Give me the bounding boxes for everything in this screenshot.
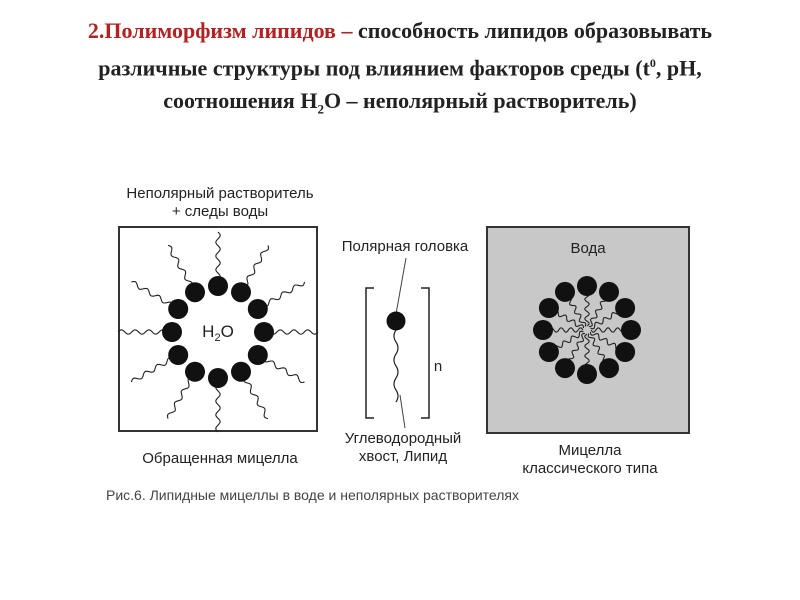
reverse-micelle-tail-icon bbox=[131, 280, 174, 307]
reverse-micelle-tail-icon bbox=[130, 356, 174, 383]
reverse-micelle-tail-icon bbox=[262, 357, 305, 384]
left-bracket bbox=[365, 287, 374, 419]
slide-title: 2.Полиморфизм липидов – способность липи… bbox=[40, 14, 760, 126]
title-text-3: O – неполярный растворитель) bbox=[323, 88, 637, 114]
normal-micelle-tail-icon bbox=[589, 331, 621, 351]
title-text-2: , pH, соотношения H bbox=[163, 55, 702, 114]
normal-micelle-head-icon bbox=[599, 358, 619, 379]
normal-micelle-box bbox=[486, 226, 690, 434]
reverse-micelle-head-icon bbox=[254, 322, 274, 342]
normal-micelle-tail-icon bbox=[587, 333, 607, 364]
reverse-micelle-tail-icon bbox=[215, 383, 221, 433]
normal-micelle-head-icon bbox=[533, 320, 553, 340]
normal-micelle bbox=[533, 276, 641, 384]
reverse-micelle-top-label: Неполярный растворитель + следы воды bbox=[100, 185, 340, 221]
polar-head-label: Полярная головка bbox=[341, 238, 469, 255]
normal-micelle-line1: Мицелла bbox=[558, 442, 622, 459]
reverse-micelle-head-icon bbox=[168, 299, 189, 319]
normal-micelle-tail-icon bbox=[584, 333, 590, 369]
normal-micelle-tail-icon bbox=[553, 330, 584, 350]
reverse-micelle-bottom-label: Обращенная мицелла bbox=[142, 450, 298, 467]
reverse-micelle-tail-icon bbox=[167, 244, 194, 288]
normal-micelle-head-icon bbox=[577, 276, 597, 296]
title-text-1: способность липидов образовывать различн… bbox=[98, 18, 713, 81]
reverse-micelle-top-line1: Неполярный растворитель bbox=[126, 185, 314, 202]
reverse-micelle-head-icon bbox=[185, 282, 205, 303]
reverse-micelle-head-icon bbox=[208, 276, 228, 296]
normal-micelle-head-icon bbox=[615, 342, 636, 362]
reverse-micelle-head-icon bbox=[162, 322, 182, 342]
reverse-micelle-tail-icon bbox=[242, 376, 269, 420]
normal-micelle-head-icon bbox=[555, 358, 575, 379]
normal-micelle-line2: классического типа bbox=[522, 460, 658, 477]
normal-micelle-head-icon bbox=[621, 320, 641, 340]
normal-micelle-tail-icon bbox=[584, 291, 590, 327]
reverse-micelle-tail-icon bbox=[262, 281, 306, 308]
normal-micelle-tail-icon bbox=[553, 309, 585, 329]
reverse-micelle-head-icon bbox=[208, 368, 228, 388]
hydrocarbon-tail-icon bbox=[393, 329, 399, 403]
repeat-n-label: n bbox=[433, 358, 443, 375]
reverse-micelle-tail-icon bbox=[215, 231, 221, 281]
reverse-micelle-head-icon bbox=[168, 345, 189, 365]
normal-micelle-head-icon bbox=[538, 298, 559, 318]
tail-pointer bbox=[399, 394, 406, 429]
normal-micelle-tail-icon bbox=[567, 296, 587, 327]
head-pointer bbox=[395, 257, 407, 315]
reverse-micelle-head-icon bbox=[231, 282, 251, 303]
figure-caption: Рис.6. Липидные мицеллы в воде и неполяр… bbox=[106, 487, 519, 503]
reverse-micelle-head-icon bbox=[231, 361, 251, 382]
water-label: Вода bbox=[570, 240, 606, 257]
reverse-micelle-tail-icon bbox=[166, 376, 193, 419]
reverse-micelle-top-line2: + следы воды bbox=[171, 203, 269, 220]
title-term: 2.Полиморфизм липидов – bbox=[87, 18, 353, 43]
tail-label: Углеводородный хвост, Липид bbox=[318, 430, 488, 466]
tail-label-line2: хвост, Липид bbox=[358, 448, 448, 465]
title-degree: 0 bbox=[649, 56, 656, 70]
reverse-micelle bbox=[117, 231, 319, 433]
normal-micelle-tail-icon bbox=[588, 296, 608, 328]
reverse-micelle-head-icon bbox=[247, 345, 268, 365]
single-lipid bbox=[365, 257, 430, 429]
lipid-head-icon bbox=[386, 311, 406, 331]
reverse-micelle-tail-icon bbox=[117, 329, 167, 335]
title-subscript: 2 bbox=[317, 101, 324, 117]
normal-micelle-tail-icon bbox=[590, 310, 621, 330]
normal-micelle-bottom-label: Мицелла классического типа bbox=[490, 442, 690, 478]
normal-micelle-head-icon bbox=[599, 281, 619, 302]
normal-micelle-tail-icon bbox=[590, 327, 626, 333]
tail-label-line1: Углеводородный bbox=[344, 430, 462, 447]
core-water-label: H2O bbox=[202, 322, 234, 344]
reverse-micelle-tail-icon bbox=[269, 329, 319, 335]
normal-micelle-head-icon bbox=[577, 364, 597, 384]
normal-micelle-tail-icon bbox=[566, 332, 586, 364]
normal-micelle-head-icon bbox=[615, 298, 636, 318]
reverse-micelle-tail-icon bbox=[243, 245, 270, 288]
reverse-micelle-head-icon bbox=[185, 361, 205, 382]
normal-micelle-head-icon bbox=[555, 281, 575, 302]
right-bracket bbox=[421, 287, 430, 419]
normal-micelle-tail-icon bbox=[548, 327, 584, 333]
normal-micelle-head-icon bbox=[538, 342, 559, 362]
reverse-micelle-head-icon bbox=[247, 299, 268, 319]
